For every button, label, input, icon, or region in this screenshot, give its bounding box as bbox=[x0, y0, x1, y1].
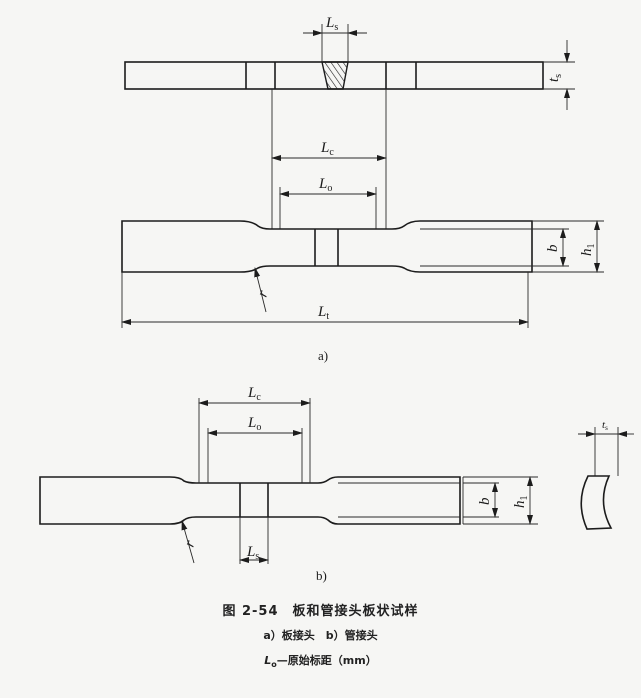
dim-label-ts: ts bbox=[546, 74, 564, 82]
note-symbol: L bbox=[264, 654, 272, 667]
dim-label-Lt: Lt bbox=[317, 304, 329, 322]
dim-label-b: b bbox=[545, 244, 561, 252]
dim-label-h1-b: h1 bbox=[512, 496, 530, 509]
diagram-a-plate-joint: Ls ts Lc Lo b h1 r bbox=[121, 15, 604, 363]
dim-label-Ls-b: Ls bbox=[246, 544, 259, 562]
figure-subcaptions: a）板接头 b）管接头 bbox=[0, 627, 641, 643]
subfigure-label-b: b) bbox=[316, 568, 327, 583]
note-text: —原始标距（mm） bbox=[276, 654, 377, 667]
figure-caption: 图 2-54 板和管接头板状试样 bbox=[0, 600, 641, 619]
subfigure-label-a: a) bbox=[318, 348, 328, 363]
tube-cross-section bbox=[580, 475, 613, 530]
dim-label-h1: h1 bbox=[579, 244, 597, 257]
dim-label-Lc-b: Lc bbox=[247, 385, 261, 403]
figure-title: 板和管接头板状试样 bbox=[292, 604, 419, 619]
note-symbol-sub: o bbox=[271, 660, 277, 670]
subcaption-a: a）板接头 bbox=[263, 629, 315, 642]
dim-label-b-b: b bbox=[477, 497, 493, 505]
weld-seam-hatch bbox=[321, 61, 349, 90]
figure-number: 图 2-54 bbox=[222, 604, 279, 619]
dim-label-Lo: Lo bbox=[318, 176, 332, 194]
subcaption-b: b）管接头 bbox=[325, 629, 378, 642]
figure-note: Lo—原始标距（mm） bbox=[0, 652, 641, 669]
dim-label-r: r bbox=[255, 288, 272, 299]
dim-label-r-b: r bbox=[182, 538, 199, 549]
dim-label-Ls: Ls bbox=[325, 15, 338, 33]
specimen-b-outline bbox=[39, 476, 461, 525]
diagram-b-tube-joint: Ls Lc Lo b h1 r ts b) bbox=[39, 385, 634, 583]
dim-label-ts-b: ts bbox=[602, 419, 608, 432]
dim-label-Lc: Lc bbox=[320, 140, 334, 158]
dim-label-Lo-b: Lo bbox=[247, 415, 261, 433]
